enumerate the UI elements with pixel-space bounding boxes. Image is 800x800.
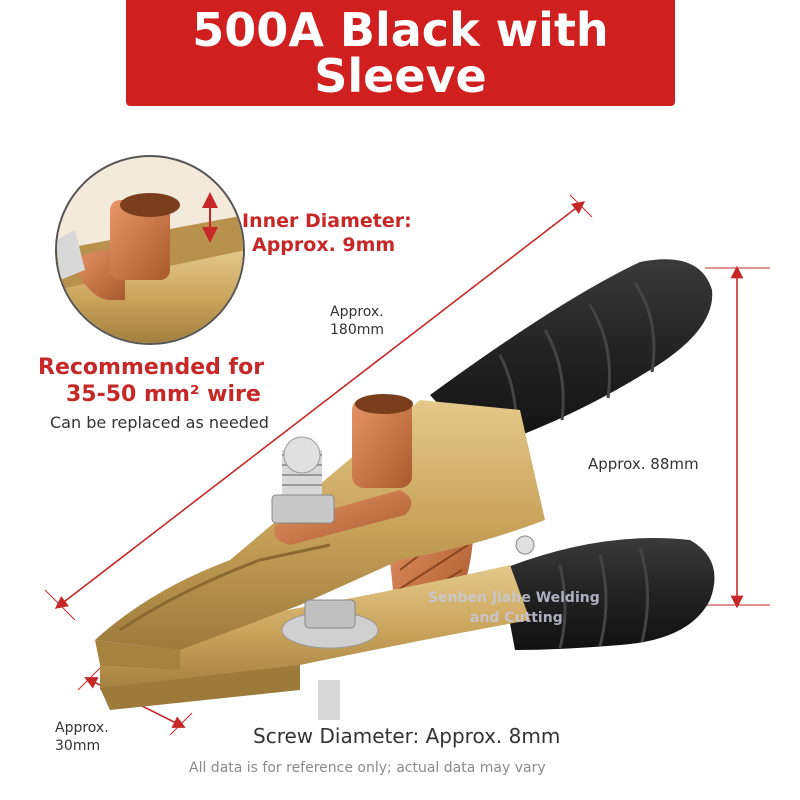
length-value: 180mm	[330, 322, 384, 338]
screw-diameter-line: Screw Diameter: Approx. 8mm	[253, 724, 560, 748]
title-banner: 500A Black with Sleeve	[126, 0, 675, 106]
length-dimension-line	[44, 194, 593, 621]
top-screw-icon	[271, 436, 335, 524]
pivot-pin-icon	[515, 535, 535, 555]
replaceable-note: Can be replaced as needed	[50, 413, 269, 432]
title-line-2: Sleeve	[314, 49, 487, 103]
inner-diameter-value: Approx. 9mm	[252, 234, 396, 256]
height-dimension-line	[705, 265, 770, 609]
lower-handle-sleeve	[500, 538, 715, 650]
detail-zoom-circle	[55, 155, 245, 345]
recommended-wire-size: 35-50 mm² wire	[66, 382, 261, 407]
screw-diameter-label: Screw Diameter:	[253, 724, 420, 748]
length-label: Approx.	[330, 304, 384, 320]
jaw-width-label: Approx.	[55, 720, 109, 736]
disclaimer-text: All data is for reference only; actual d…	[189, 760, 546, 776]
jaw-width-value: 30mm	[55, 738, 101, 754]
title-line-1: 500A Black with	[192, 3, 609, 57]
watermark-line-1: Senben Jiahe Welding	[428, 590, 600, 606]
height-label: Approx. 88mm	[588, 455, 699, 473]
lower-bolt-icon	[281, 599, 379, 720]
inner-diameter-label: Inner Diameter:	[242, 210, 412, 232]
copper-lug	[274, 394, 413, 545]
watermark-line-2: and Cutting	[470, 610, 563, 626]
screw-diameter-value: Approx. 8mm	[425, 724, 561, 748]
recommended-label: Recommended for	[38, 355, 265, 380]
